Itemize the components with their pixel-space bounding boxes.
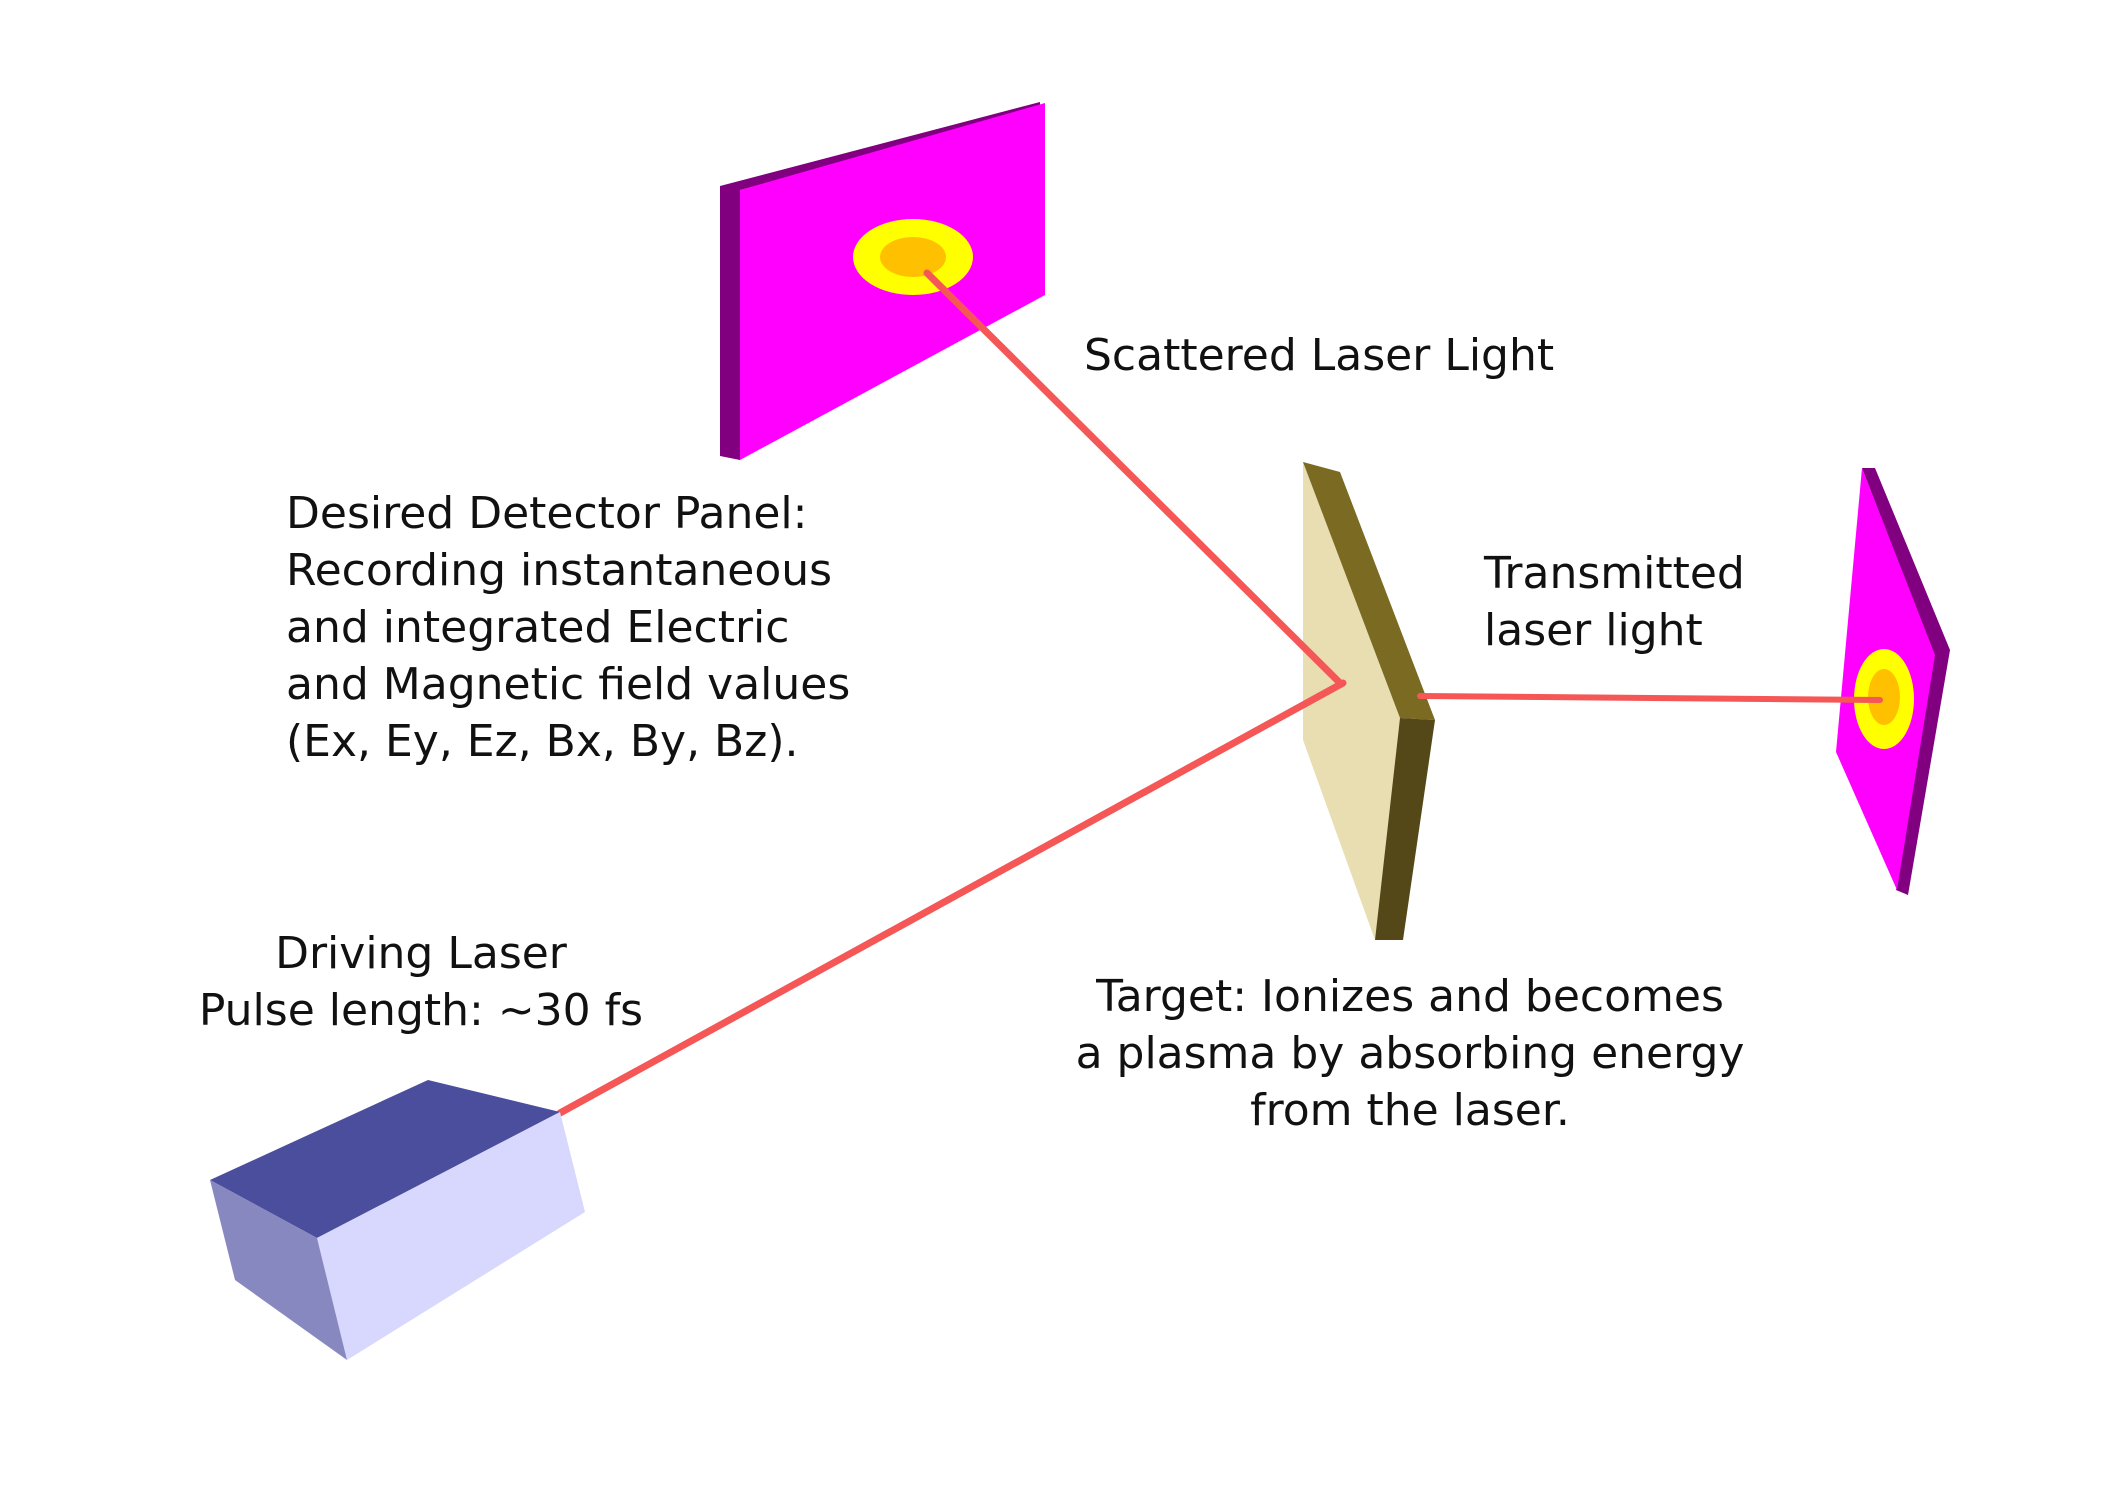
transmission-detector-panel	[1836, 468, 1950, 895]
label-line: (Ex, Ey, Ez, Bx, By, Bz).	[286, 716, 799, 767]
scatter-detector-panel	[720, 102, 1045, 460]
label-line: and integrated Electric	[286, 602, 790, 653]
scattered-light-label: Scattered Laser Light	[1084, 327, 1554, 384]
scattered-beam	[923, 269, 1344, 687]
laser-box-side	[210, 1180, 347, 1360]
label-line: Transmitted	[1484, 548, 1745, 599]
label-line: Scattered Laser Light	[1084, 330, 1555, 381]
laser-beams	[556, 269, 1883, 1117]
label-line: Recording instantaneous	[286, 545, 833, 596]
label-line: laser light	[1484, 605, 1703, 656]
scatter-detector-spot-inner	[880, 237, 946, 277]
target-face	[1303, 462, 1400, 940]
target-slab	[1303, 462, 1435, 940]
laser-box-top	[210, 1080, 560, 1238]
label-line: from the laser.	[1250, 1085, 1570, 1136]
transmission-detector-edge	[1862, 468, 1950, 895]
target-side	[1303, 462, 1435, 720]
detector-panel-description: Desired Detector Panel: Recording instant…	[286, 485, 850, 770]
label-line: a plasma by absorbing energy	[1075, 1028, 1745, 1079]
label-line: Driving Laser	[275, 928, 567, 979]
target-description: Target: Ionizes and becomes a plasma by a…	[1050, 968, 1770, 1139]
label-line: and Magnetic field values	[286, 659, 851, 710]
label-line: Desired Detector Panel:	[286, 488, 808, 539]
transmitted-beam	[1417, 693, 1883, 703]
transmitted-light-label: Transmitted laser light	[1484, 545, 1745, 659]
driving-laser-box	[210, 1080, 585, 1360]
label-line: Target: Ionizes and becomes	[1096, 971, 1724, 1022]
incident-beam	[556, 679, 1347, 1117]
label-line: Pulse length: ~30 fs	[198, 985, 644, 1036]
laser-box-front	[317, 1112, 585, 1360]
transmission-detector-spot-inner	[1868, 669, 1900, 725]
target-side-lower	[1375, 718, 1435, 940]
